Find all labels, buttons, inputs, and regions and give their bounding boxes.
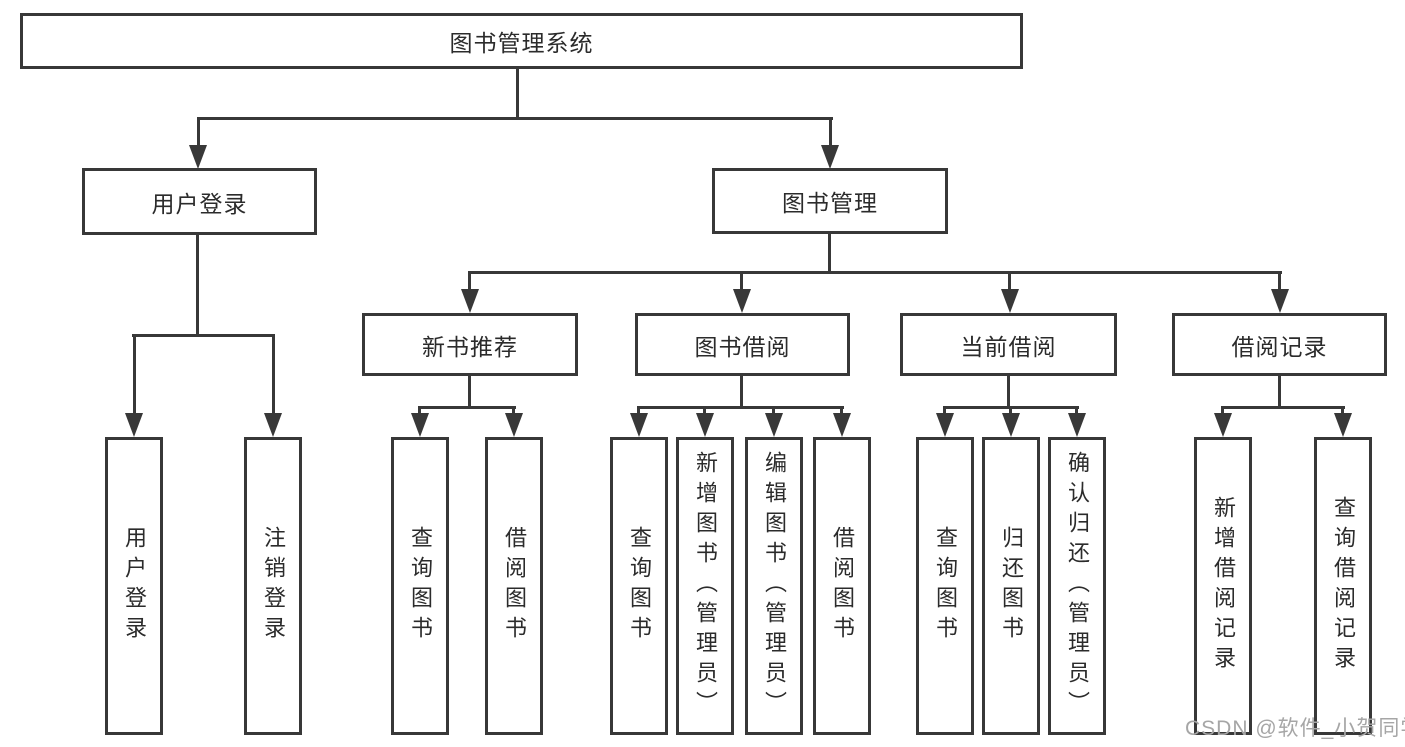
connector-arrow-line	[1009, 406, 1012, 415]
leaf-query-books-current: 查询图书	[916, 437, 974, 735]
node-root-label: 图书管理系统	[449, 30, 594, 56]
leaf-query-borrow-record-label: 查询借阅记录	[1331, 496, 1356, 676]
connector-arrow-line	[1075, 406, 1078, 415]
node-user-login: 用户登录	[82, 168, 317, 235]
arrowhead-down-icon	[936, 413, 954, 437]
leaf-logout-label: 注销登录	[261, 526, 286, 646]
arrowhead-down-icon	[1068, 413, 1086, 437]
connector-borrowing-rail	[637, 406, 844, 409]
connector-arrow-line	[1008, 271, 1011, 291]
arrowhead-down-icon	[1334, 413, 1352, 437]
connector-arrow-line	[772, 406, 775, 415]
leaf-query-books-recommend: 查询图书	[391, 437, 449, 735]
leaf-query-borrow-record: 查询借阅记录	[1314, 437, 1372, 735]
leaf-user-login: 用户登录	[105, 437, 163, 735]
leaf-query-books-borrowing: 查询图书	[610, 437, 668, 735]
arrowhead-down-icon	[411, 413, 429, 437]
arrowhead-down-icon	[696, 413, 714, 437]
leaf-query-books-recommend-label: 查询图书	[408, 526, 433, 646]
arrowhead-down-icon	[733, 289, 751, 313]
connector-arrow-line	[637, 406, 640, 415]
node-new-book-recommend: 新书推荐	[362, 313, 578, 376]
node-current-borrowing-label: 当前借阅	[960, 333, 1057, 360]
leaf-confirm-return-admin-label: 确认归还（管理员）	[1065, 451, 1090, 721]
arrowhead-down-icon	[765, 413, 783, 437]
connector-arrow-line	[512, 406, 515, 415]
connector-arrow-line	[703, 406, 706, 415]
leaf-edit-book-admin-label: 编辑图书（管理员）	[762, 451, 787, 721]
connector-arrow-line	[1278, 271, 1281, 291]
arrowhead-down-icon	[821, 145, 839, 169]
leaf-edit-book-admin: 编辑图书（管理员）	[745, 437, 803, 735]
connector-arrow-line	[468, 271, 471, 291]
connector-arrow-line	[133, 334, 136, 415]
node-book-borrowing-label: 图书借阅	[694, 333, 791, 360]
leaf-confirm-return-admin: 确认归还（管理员）	[1048, 437, 1106, 735]
leaf-logout: 注销登录	[244, 437, 302, 735]
connector-arrow-line	[1221, 406, 1224, 415]
arrowhead-down-icon	[189, 145, 207, 169]
arrowhead-down-icon	[1002, 413, 1020, 437]
node-book-borrowing: 图书借阅	[635, 313, 850, 376]
connector-arrow-line	[197, 117, 200, 147]
leaf-add-borrow-record: 新增借阅记录	[1194, 437, 1252, 735]
leaf-borrow-books-recommend: 借阅图书	[485, 437, 543, 735]
connector-newbook-stub	[468, 374, 471, 409]
connector-arrow-line	[272, 334, 275, 415]
leaf-add-book-admin-label: 新增图书（管理员）	[693, 451, 718, 721]
leaf-borrow-books-borrowing: 借阅图书	[813, 437, 871, 735]
connector-borrowing-stub	[740, 374, 743, 409]
arrowhead-down-icon	[1001, 289, 1019, 313]
arrowhead-down-icon	[505, 413, 523, 437]
leaf-add-borrow-record-label: 新增借阅记录	[1211, 496, 1236, 676]
node-root: 图书管理系统	[20, 13, 1023, 69]
leaf-borrow-books-recommend-label: 借阅图书	[502, 526, 527, 646]
connector-root-rail	[197, 117, 833, 120]
leaf-borrow-books-borrowing-label: 借阅图书	[830, 526, 855, 646]
connector-bookmgmt-rail	[468, 271, 1282, 274]
connector-bookmgmt-stub	[828, 231, 831, 273]
connector-arrow-line	[829, 117, 832, 147]
leaf-add-book-admin: 新增图书（管理员）	[676, 437, 734, 735]
watermark: CSDN @软件_小贺同学	[1185, 717, 1405, 740]
leaf-return-books-label: 归还图书	[999, 526, 1024, 646]
arrowhead-down-icon	[630, 413, 648, 437]
connector-arrow-line	[943, 406, 946, 415]
connector-newbook-rail	[418, 406, 516, 409]
arrowhead-down-icon	[264, 413, 282, 437]
leaf-return-books: 归还图书	[982, 437, 1040, 735]
connector-root-stub	[516, 66, 519, 119]
leaf-user-login-label: 用户登录	[122, 526, 147, 646]
arrowhead-down-icon	[833, 413, 851, 437]
node-book-management-label: 图书管理	[782, 190, 878, 216]
node-book-management: 图书管理	[712, 168, 948, 234]
arrowhead-down-icon	[461, 289, 479, 313]
connector-arrow-line	[1341, 406, 1344, 415]
connector-arrow-line	[418, 406, 421, 415]
leaf-query-books-borrowing-label: 查询图书	[627, 526, 652, 646]
arrowhead-down-icon	[1214, 413, 1232, 437]
node-current-borrowing: 当前借阅	[900, 313, 1117, 376]
connector-records-rail	[1221, 406, 1345, 409]
connector-current-stub	[1007, 374, 1010, 409]
node-borrow-records-label: 借阅记录	[1231, 333, 1328, 360]
leaf-query-books-current-label: 查询图书	[933, 526, 958, 646]
connector-arrow-line	[740, 271, 743, 291]
connector-arrow-line	[840, 406, 843, 415]
node-borrow-records: 借阅记录	[1172, 313, 1387, 376]
connector-userlogin-stub	[196, 233, 199, 336]
node-new-book-recommend-label: 新书推荐	[422, 333, 518, 360]
arrowhead-down-icon	[1271, 289, 1289, 313]
connector-records-stub	[1278, 374, 1281, 409]
connector-userlogin-rail	[132, 334, 275, 337]
arrowhead-down-icon	[125, 413, 143, 437]
node-user-login-label: 用户登录	[151, 190, 248, 217]
